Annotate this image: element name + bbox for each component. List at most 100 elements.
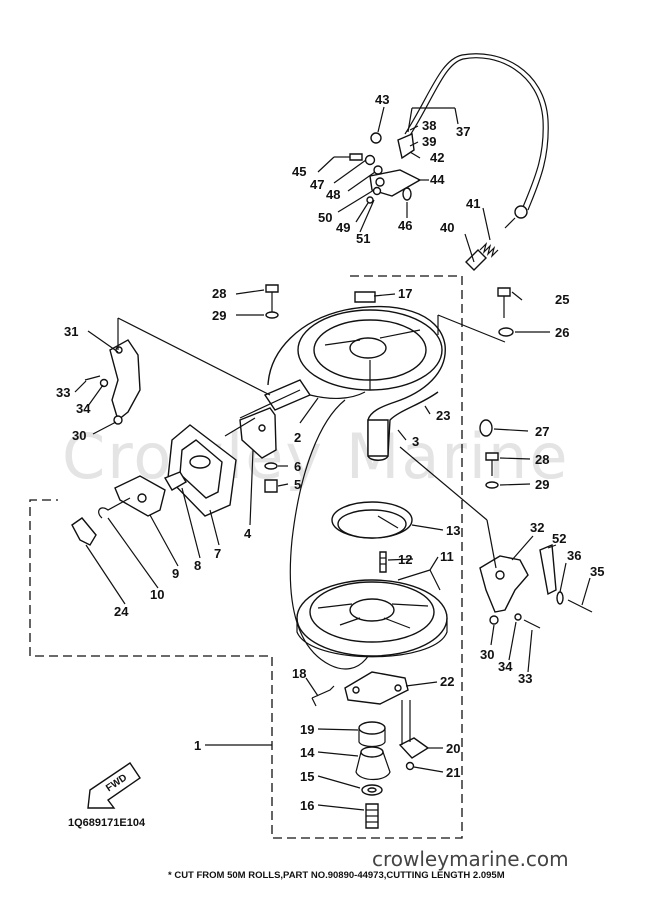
bolt-25 bbox=[497, 287, 511, 318]
washer-34-right bbox=[514, 613, 522, 621]
callout-15: 15 bbox=[300, 769, 314, 784]
callout-36: 36 bbox=[567, 548, 581, 563]
starter-rope bbox=[289, 399, 377, 670]
link-lever bbox=[71, 517, 97, 546]
callout-24: 24 bbox=[114, 604, 129, 619]
callout-4: 4 bbox=[244, 526, 252, 541]
callout-30-left: 30 bbox=[72, 428, 86, 443]
callout-26: 26 bbox=[555, 325, 569, 340]
callout-27: 27 bbox=[535, 424, 549, 439]
bolt-35 bbox=[567, 599, 593, 613]
pawl bbox=[398, 737, 430, 759]
callout-29-right: 29 bbox=[535, 477, 549, 492]
starter-housing bbox=[263, 291, 446, 461]
pin bbox=[379, 551, 387, 573]
callout-1: 1 bbox=[194, 738, 201, 753]
callout-50: 50 bbox=[318, 210, 332, 225]
starter-cable bbox=[404, 53, 549, 229]
drive-plate bbox=[344, 671, 409, 705]
assembly-boundary bbox=[29, 275, 463, 839]
callout-21: 21 bbox=[446, 765, 460, 780]
callout-42: 42 bbox=[430, 150, 444, 165]
return-spring bbox=[311, 685, 335, 707]
footnote: * CUT FROM 50M ROLLS,PART NO.90890-44973… bbox=[168, 870, 505, 881]
callout-5: 5 bbox=[294, 477, 301, 492]
link-rod bbox=[539, 543, 557, 596]
bushing bbox=[355, 746, 391, 781]
callout-32: 32 bbox=[530, 520, 544, 535]
bolt-33-right bbox=[523, 619, 541, 629]
callout-34-right: 34 bbox=[498, 659, 513, 674]
callout-2: 2 bbox=[294, 430, 301, 445]
callout-34-left: 34 bbox=[76, 401, 91, 416]
callout-31: 31 bbox=[64, 324, 78, 339]
callout-28-right: 28 bbox=[535, 452, 549, 467]
fwd-arrow-icon: FWD bbox=[87, 762, 141, 809]
washer-29-left bbox=[265, 311, 279, 319]
callout-14: 14 bbox=[300, 745, 315, 760]
callout-39: 39 bbox=[422, 134, 436, 149]
sheave-drum bbox=[296, 579, 448, 658]
bolt-28-left bbox=[265, 284, 279, 293]
callout-16: 16 bbox=[300, 798, 314, 813]
callout-11: 11 bbox=[440, 549, 454, 564]
plunger bbox=[163, 471, 187, 491]
callout-33-right: 33 bbox=[518, 671, 532, 686]
callout-48: 48 bbox=[326, 187, 340, 202]
callout-38: 38 bbox=[422, 118, 436, 133]
callout-43: 43 bbox=[375, 92, 389, 107]
callout-51: 51 bbox=[356, 231, 370, 246]
cam-bracket bbox=[109, 339, 141, 422]
lever-bracket bbox=[479, 555, 529, 613]
callout-9: 9 bbox=[172, 566, 179, 581]
callout-labels: 43 38 37 39 42 45 47 48 44 50 49 51 46 4… bbox=[56, 92, 604, 813]
washer-36 bbox=[556, 591, 564, 605]
washer-26 bbox=[498, 327, 514, 337]
washer-6 bbox=[264, 462, 278, 470]
callout-33-left: 33 bbox=[56, 385, 70, 400]
callout-49: 49 bbox=[336, 220, 350, 235]
callout-44: 44 bbox=[430, 172, 445, 187]
center-bolt bbox=[365, 803, 379, 829]
screw-5 bbox=[264, 479, 278, 493]
callout-35: 35 bbox=[590, 564, 604, 579]
nut-30-right bbox=[489, 615, 499, 625]
callout-10: 10 bbox=[150, 587, 164, 602]
leader-lines bbox=[74, 106, 591, 811]
callout-29-left: 29 bbox=[212, 308, 226, 323]
spiral-spring bbox=[331, 501, 413, 539]
callout-46: 46 bbox=[398, 218, 412, 233]
callout-20: 20 bbox=[446, 741, 460, 756]
drive-collar bbox=[358, 721, 386, 748]
callout-45: 45 bbox=[292, 164, 306, 179]
callout-8: 8 bbox=[194, 558, 201, 573]
washer-29-right bbox=[485, 481, 499, 489]
callout-6: 6 bbox=[294, 459, 301, 474]
callout-28-left: 28 bbox=[212, 286, 226, 301]
clip bbox=[98, 497, 131, 519]
callout-23: 23 bbox=[436, 408, 450, 423]
callout-13: 13 bbox=[446, 523, 460, 538]
callout-25: 25 bbox=[555, 292, 569, 307]
callout-18: 18 bbox=[292, 666, 306, 681]
callout-17: 17 bbox=[398, 286, 412, 301]
callout-12: 12 bbox=[398, 552, 412, 567]
callout-47: 47 bbox=[310, 177, 324, 192]
lockout-bracket bbox=[239, 407, 277, 459]
cable-spring bbox=[465, 242, 499, 271]
callout-52: 52 bbox=[552, 531, 566, 546]
callout-3: 3 bbox=[412, 434, 419, 449]
callout-19: 19 bbox=[300, 722, 314, 737]
callout-22: 22 bbox=[440, 674, 454, 689]
callout-41: 41 bbox=[466, 196, 480, 211]
site-watermark: crowleymarine.com bbox=[372, 847, 569, 871]
callout-7: 7 bbox=[214, 546, 221, 561]
callout-30-right: 30 bbox=[480, 647, 494, 662]
cable-bracket-assembly bbox=[334, 132, 422, 204]
bolt-28-right bbox=[485, 452, 499, 476]
diagram-code: 1Q689171E104 bbox=[68, 817, 146, 829]
callout-40: 40 bbox=[440, 220, 454, 235]
collar-27 bbox=[479, 419, 493, 437]
callout-37: 37 bbox=[456, 124, 470, 139]
